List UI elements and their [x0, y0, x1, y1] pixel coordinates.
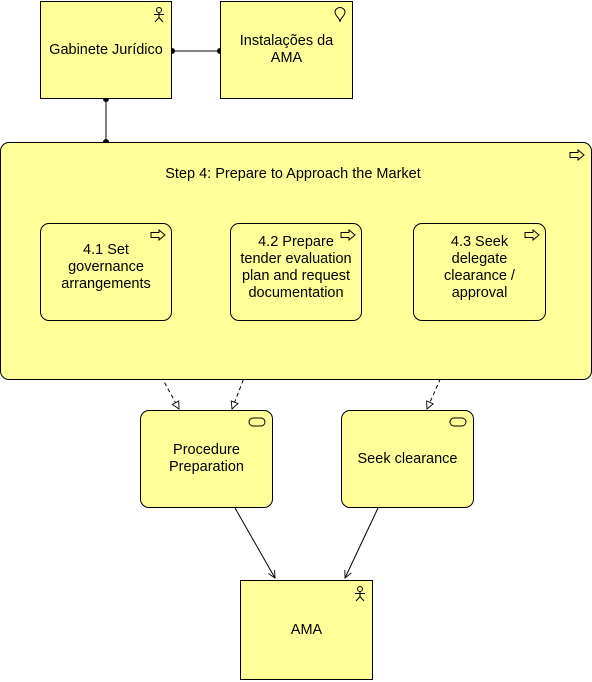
process-arrow-icon: [524, 229, 540, 241]
location-icon: [334, 7, 346, 23]
seek-clearance-service[interactable]: Seek clearance: [341, 410, 474, 508]
step4-title: Step 4: Prepare to Approach the Market: [165, 166, 421, 182]
instalacoes-ama-location[interactable]: Instalações da AMA: [220, 1, 353, 99]
gabinete-juridico-actor[interactable]: Gabinete Jurídico: [40, 1, 172, 99]
process-4-1[interactable]: 4.1 Set governance arrangements: [40, 223, 172, 321]
seek-clearance-label: Seek clearance: [357, 450, 458, 467]
procedure-preparation-label: Procedure Preparation: [169, 442, 244, 475]
process-4-2-label: 4.2 Prepare tender evaluation plan and r…: [240, 234, 352, 301]
actor-icon: [154, 7, 164, 23]
procedure-preparation-service[interactable]: Procedure Preparation: [140, 410, 273, 508]
process-arrow-icon: [340, 229, 356, 241]
service-icon: [248, 417, 266, 427]
serving-seek-ama[interactable]: [345, 507, 379, 578]
association-gabinete-step4[interactable]: [103, 96, 109, 145]
ama-label: AMA: [290, 621, 323, 638]
actor-icon: [355, 586, 365, 602]
process-arrow-icon: [569, 149, 585, 161]
process-4-1-label: 4.1 Set governance arrangements: [61, 242, 151, 292]
instalacoes-ama-label: Instalações da AMA: [239, 33, 334, 66]
process-arrow-icon: [150, 229, 166, 241]
association-gabinete-instalacoes[interactable]: [169, 48, 223, 54]
process-4-3[interactable]: 4.3 Seek delegate clearance / approval: [413, 223, 546, 321]
ama-actor[interactable]: AMA: [240, 580, 373, 680]
gabinete-juridico-label: Gabinete Jurídico: [49, 41, 163, 58]
process-4-2[interactable]: 4.2 Prepare tender evaluation plan and r…: [230, 223, 362, 321]
serving-procedure-ama[interactable]: [234, 507, 275, 578]
service-icon: [449, 417, 467, 427]
process-4-3-label: 4.3 Seek delegate clearance / approval: [444, 234, 515, 301]
